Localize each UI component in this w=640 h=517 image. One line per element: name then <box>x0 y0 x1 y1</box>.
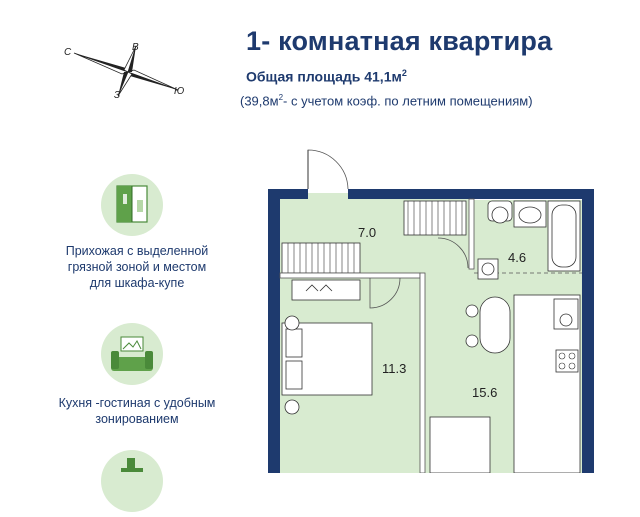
room-kitchen-living-area: 15.6 <box>472 385 497 400</box>
hallway-icon <box>116 185 148 223</box>
feature-living-text: Кухня -гостиная с удобным зонированием <box>58 396 216 426</box>
floor-plan: 7.0 4.6 11.3 15.6 <box>268 149 594 473</box>
compass-east-label: Ю <box>174 86 184 97</box>
page-title: 1- комнатная квартира <box>246 26 553 56</box>
area-coefficient-note: (39,8м2- с учетом коэф. по летним помеще… <box>240 93 533 109</box>
room-bedroom-area: 11.3 <box>382 361 406 376</box>
compass-rose: С В З Ю <box>64 42 184 100</box>
compass-arrows-icon <box>73 45 179 97</box>
feature-hallway <box>101 174 163 236</box>
feature-living <box>101 323 163 385</box>
compass-north-label: В <box>132 42 139 53</box>
compass-south-label: З <box>114 90 120 100</box>
living-room-icon <box>111 336 153 371</box>
room-bathroom-area: 4.6 <box>508 250 526 265</box>
compass-west-label: С <box>64 47 72 58</box>
total-area: Общая площадь 41,1м2 <box>246 68 407 85</box>
kitchen-icon <box>121 458 143 472</box>
feature-hallway-text: Прихожая с выделенной грязной зоной и ме… <box>65 244 209 290</box>
room-hallway-area: 7.0 <box>358 225 376 240</box>
feature-kitchen <box>101 450 163 512</box>
